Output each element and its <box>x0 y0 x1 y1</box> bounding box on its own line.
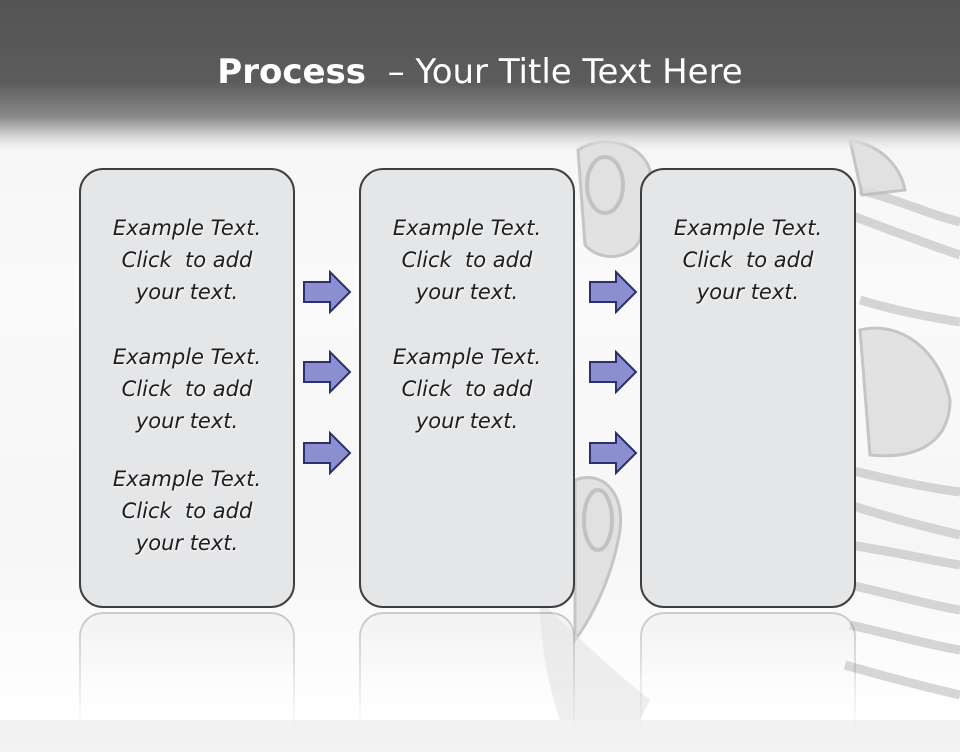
box-reflection <box>79 612 295 752</box>
right-arrow-icon <box>589 431 638 475</box>
text-block[interactable]: Example Text. Click to add your text. <box>642 212 854 308</box>
box-reflection <box>359 612 575 752</box>
text-line: Example Text. <box>112 216 262 240</box>
text-line: your text. <box>135 280 239 304</box>
process-box-2[interactable]: Example Text. Click to add your text. Ex… <box>359 168 575 608</box>
process-box-1[interactable]: Example Text. Click to add your text. Ex… <box>79 168 295 608</box>
text-line: your text. <box>135 409 239 433</box>
title-bar <box>0 0 960 150</box>
text-block[interactable]: Example Text. Click to add your text. <box>81 212 293 308</box>
right-arrow-icon <box>589 270 638 314</box>
text-line: your text. <box>415 409 519 433</box>
text-line: Click to add <box>401 377 533 401</box>
text-line: Click to add <box>121 377 253 401</box>
text-line: Click to add <box>121 248 253 272</box>
right-arrow-icon <box>303 350 352 394</box>
text-line: Example Text. <box>112 345 262 369</box>
title-bold: Process <box>217 52 367 92</box>
text-line: Example Text. <box>112 467 262 491</box>
text-line: Click to add <box>682 248 814 272</box>
text-block[interactable]: Example Text. Click to add your text. <box>81 341 293 437</box>
title-rest: – Your Title Text Here <box>387 52 743 92</box>
slide-title[interactable]: Process – Your Title Text Here <box>0 52 960 92</box>
text-line: Click to add <box>401 248 533 272</box>
text-line: Click to add <box>121 499 253 523</box>
text-block[interactable]: Example Text. Click to add your text. <box>361 212 573 308</box>
process-box-3[interactable]: Example Text. Click to add your text. <box>640 168 856 608</box>
text-line: your text. <box>696 280 800 304</box>
text-block[interactable]: Example Text. Click to add your text. <box>81 463 293 559</box>
box-reflection <box>640 612 856 752</box>
text-line: Example Text. <box>673 216 823 240</box>
right-arrow-icon <box>303 270 352 314</box>
right-arrow-icon <box>589 350 638 394</box>
text-line: Example Text. <box>392 216 542 240</box>
text-line: your text. <box>415 280 519 304</box>
text-block[interactable]: Example Text. Click to add your text. <box>361 341 573 437</box>
text-line: Example Text. <box>392 345 542 369</box>
text-line: your text. <box>135 531 239 555</box>
right-arrow-icon <box>303 431 352 475</box>
